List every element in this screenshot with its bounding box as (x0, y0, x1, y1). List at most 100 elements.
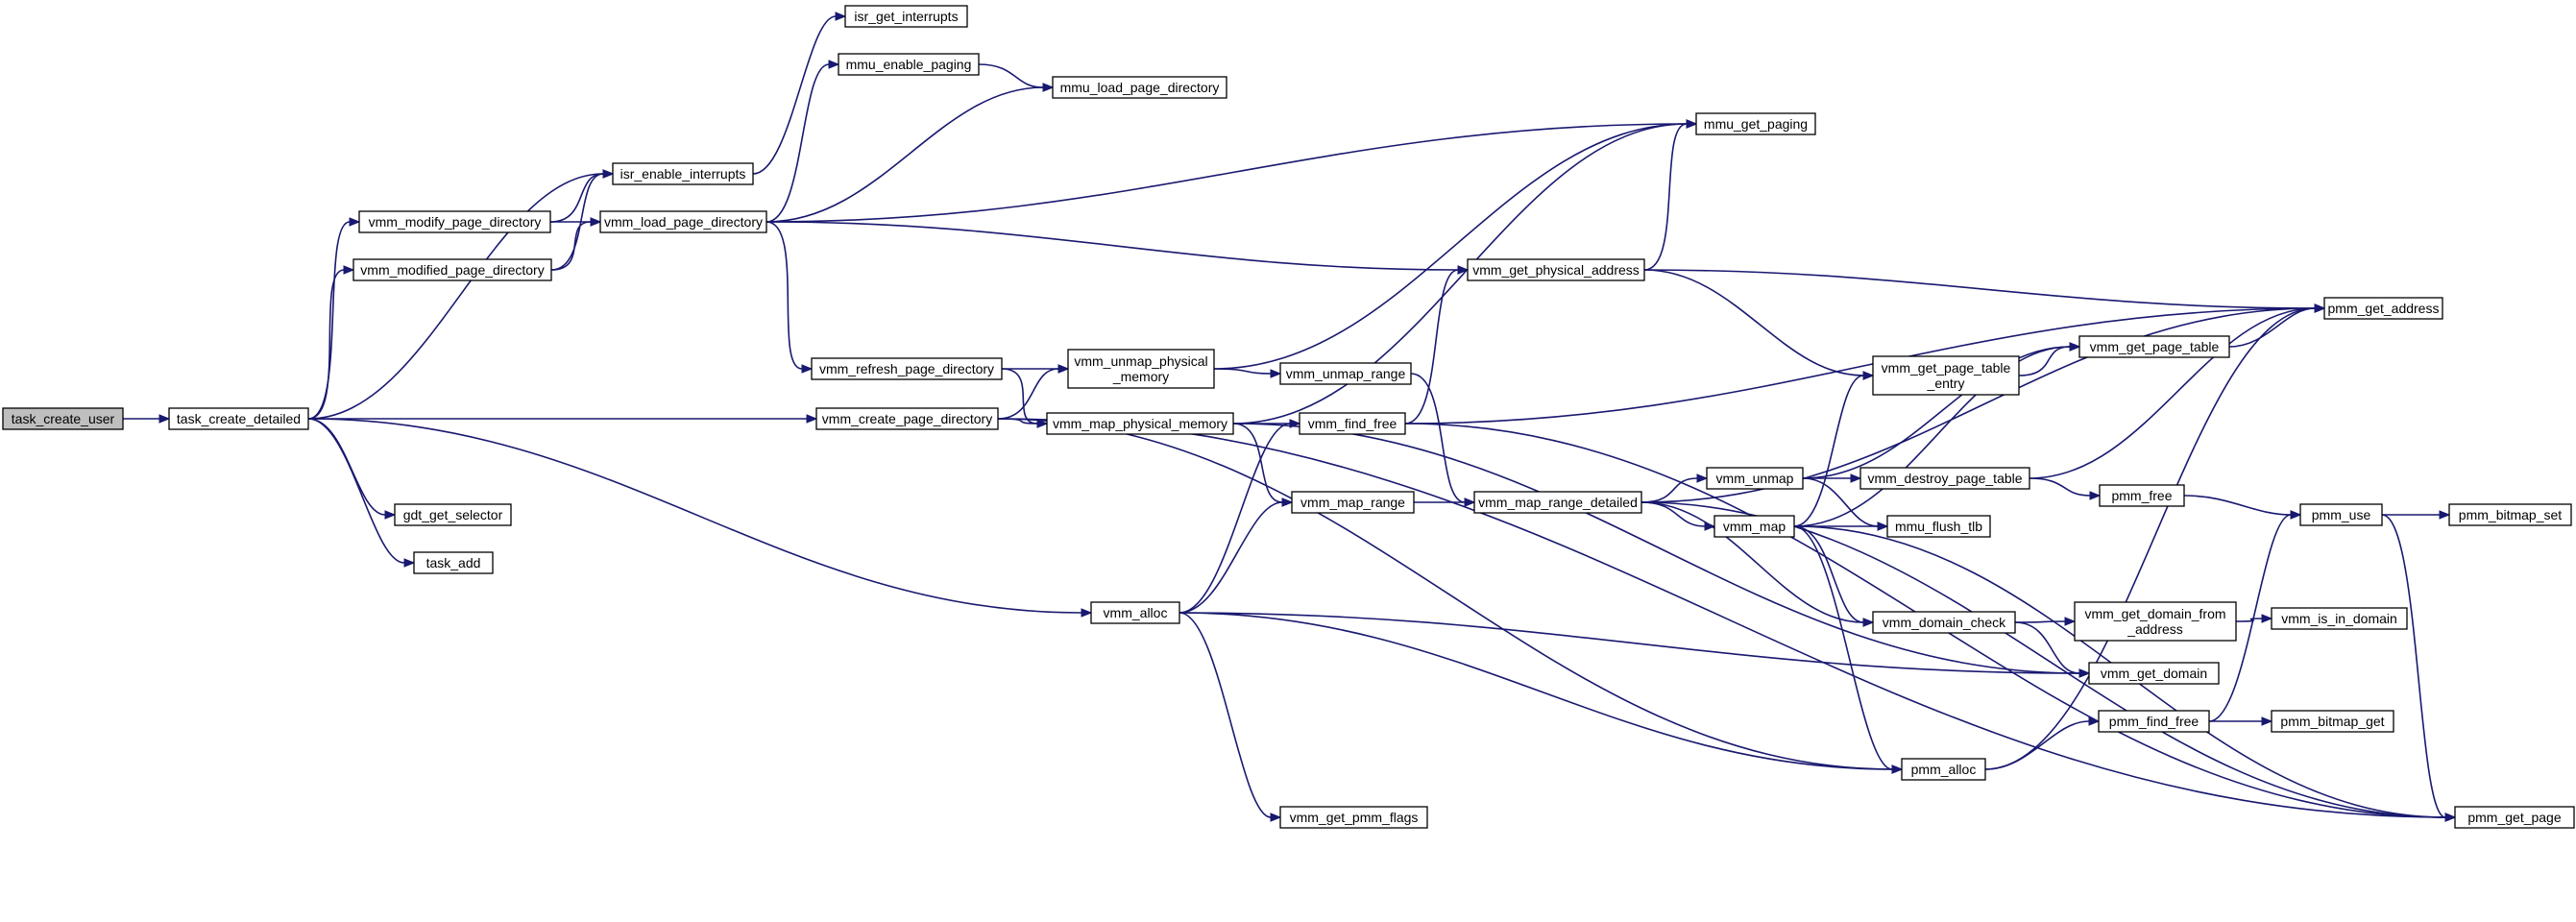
node-vmm-map[interactable]: vmm_map (1713, 515, 1795, 538)
node-label: vmm_get_page_table (1882, 360, 2011, 376)
node-task-add[interactable]: task_add (413, 551, 494, 574)
node-vmm-modify-page-directory[interactable]: vmm_modify_page_directory (358, 210, 551, 233)
node-task-create-user[interactable]: task_create_user (2, 407, 124, 430)
edge-vmm-map-to-pmm-alloc (1793, 525, 1893, 770)
arrowhead (2444, 813, 2457, 822)
arrowhead (590, 217, 602, 227)
node-box (1706, 467, 1804, 490)
node-vmm-unmap-physical-memory[interactable]: vmm_unmap_physical_memory (1067, 349, 1215, 389)
node-pmm-use[interactable]: pmm_use (2299, 503, 2383, 526)
node-vmm-modified-page-directory[interactable]: vmm_modified_page_directory (352, 258, 552, 281)
arrowhead (349, 217, 361, 227)
node-vmm-get-page-table-entry[interactable]: vmm_get_page_table_entry (1872, 355, 2020, 396)
node-label: vmm_destroy_page_table (1867, 471, 2022, 486)
edge-vmm-create-page-directory-to-pmm-get-page (997, 418, 2446, 818)
arrowhead (1862, 371, 1875, 380)
node-label: pmm_get_address (2328, 301, 2440, 316)
edge-task-create-detailed-to-vmm-modify-page-directory (307, 221, 351, 420)
node-pmm-alloc[interactable]: pmm_alloc (1901, 758, 1986, 781)
arrowhead (1850, 473, 1862, 483)
node-box (2323, 297, 2443, 320)
node-box (1052, 76, 1227, 99)
node-vmm-create-page-directory[interactable]: vmm_create_page_directory (815, 407, 999, 430)
edge-vmm-load-page-directory-to-mmu-enable-paging (766, 63, 830, 223)
edge-vmm-map-range-detailed-to-vmm-unmap (1640, 477, 1698, 503)
node-pmm-bitmap-set[interactable]: pmm_bitmap_set (2448, 503, 2572, 526)
edge-vmm-map-range-detailed-to-vmm-domain-check (1640, 501, 1864, 623)
node-vmm-get-physical-address[interactable]: vmm_get_physical_address (1467, 258, 1645, 281)
node-label: vmm_modify_page_directory (369, 214, 542, 230)
node-vmm-get-page-table[interactable]: vmm_get_page_table (2078, 335, 2230, 358)
node-pmm-get-address[interactable]: pmm_get_address (2323, 297, 2443, 320)
node-label: isr_enable_interrupts (620, 166, 746, 182)
node-vmm-is-in-domain[interactable]: vmm_is_in_domain (2271, 607, 2408, 630)
edge-vmm-modify-page-directory-to-isr-enable-interrupts (549, 173, 604, 223)
node-label: vmm_get_physical_address (1472, 262, 1640, 278)
arrowhead (2439, 510, 2451, 520)
node-box (612, 162, 754, 185)
node-label: _address (2126, 621, 2183, 637)
node-vmm-get-domain-from-address[interactable]: vmm_get_domain_from_address (2074, 601, 2237, 642)
node-pmm-find-free[interactable]: pmm_find_free (2098, 710, 2210, 733)
node-box (2078, 335, 2230, 358)
edge-vmm-map-physical-memory-to-vmm-get-domain (1232, 423, 2080, 674)
node-box (1046, 412, 1234, 435)
node-mmu-load-page-directory[interactable]: mmu_load_page_directory (1052, 76, 1227, 99)
edge-vmm-map-range-detailed-to-pmm-get-address (1640, 307, 2316, 503)
node-box (394, 503, 512, 526)
arrowhead (1696, 473, 1709, 483)
node-vmm-alloc[interactable]: vmm_alloc (1090, 601, 1180, 624)
node-box (1291, 491, 1415, 514)
edge-task-create-detailed-to-isr-enable-interrupts (307, 173, 604, 420)
node-mmu-enable-paging[interactable]: mmu_enable_paging (838, 53, 980, 76)
node-vmm-get-pmm-flags[interactable]: vmm_get_pmm_flags (1279, 806, 1428, 829)
node-box (352, 258, 552, 281)
node-vmm-load-page-directory[interactable]: vmm_load_page_directory (599, 210, 767, 233)
node-label: pmm_alloc (1911, 762, 1977, 777)
node-task-create-detailed[interactable]: task_create_detailed (168, 407, 309, 430)
node-label: task_create_detailed (177, 411, 301, 426)
node-mmu-flush-tlb[interactable]: mmu_flush_tlb (1886, 515, 1991, 538)
edge-vmm-map-physical-memory-to-vmm-map-range (1232, 423, 1283, 503)
arrowhead (2088, 716, 2101, 726)
edge-vmm-modified-page-directory-to-vmm-load-page-directory (550, 221, 592, 271)
node-vmm-find-free[interactable]: vmm_find_free (1299, 412, 1406, 435)
arrowhead (2078, 668, 2091, 678)
node-box (1859, 467, 2030, 490)
node-vmm-unmap-range[interactable]: vmm_unmap_range (1279, 362, 1412, 385)
edge-vmm-map-to-vmm-get-page-table (1793, 346, 2071, 527)
node-vmm-map-range[interactable]: vmm_map_range (1291, 491, 1415, 514)
node-label: vmm_refresh_page_directory (819, 361, 994, 376)
node-pmm-get-page[interactable]: pmm_get_page (2454, 806, 2575, 829)
node-pmm-free[interactable]: pmm_free (2099, 484, 2185, 507)
arrowhead (384, 510, 397, 520)
node-vmm-map-physical-memory[interactable]: vmm_map_physical_memory (1046, 412, 1234, 435)
node-isr-get-interrupts[interactable]: isr_get_interrupts (844, 5, 968, 28)
node-box (811, 357, 1003, 380)
node-gdt-get-selector[interactable]: gdt_get_selector (394, 503, 512, 526)
node-mmu-get-paging[interactable]: mmu_get_paging (1695, 112, 1816, 135)
node-vmm-destroy-page-table[interactable]: vmm_destroy_page_table (1859, 467, 2030, 490)
node-label: vmm_find_free (1308, 416, 1397, 431)
node-vmm-domain-check[interactable]: vmm_domain_check (1872, 611, 2016, 634)
node-label: isr_get_interrupts (854, 9, 958, 24)
node-label: vmm_unmap_range (1286, 366, 1406, 381)
arrowhead (2290, 510, 2302, 520)
node-vmm-get-domain[interactable]: vmm_get_domain (2088, 662, 2220, 685)
edge-vmm-get-physical-address-to-pmm-get-address (1643, 269, 2316, 309)
node-label: pmm_bitmap_get (2280, 714, 2384, 729)
node-vmm-unmap[interactable]: vmm_unmap (1706, 467, 1804, 490)
arrowhead (806, 414, 818, 424)
node-isr-enable-interrupts[interactable]: isr_enable_interrupts (612, 162, 754, 185)
node-box (1872, 611, 2016, 634)
node-vmm-map-range-detailed[interactable]: vmm_map_range_detailed (1473, 491, 1642, 514)
edge-vmm-alloc-to-vmm-find-free (1179, 423, 1291, 614)
node-label: mmu_flush_tlb (1895, 519, 1982, 534)
edge-vmm-domain-check-to-vmm-get-domain-from-address (2014, 620, 2066, 623)
node-label: pmm_free (2111, 488, 2172, 503)
node-pmm-bitmap-get[interactable]: pmm_bitmap_get (2271, 710, 2394, 733)
node-vmm-refresh-page-directory[interactable]: vmm_refresh_page_directory (811, 357, 1003, 380)
node-box (1695, 112, 1816, 135)
edge-vmm-load-page-directory-to-mmu-load-page-directory (766, 86, 1044, 223)
edge-vmm-create-page-directory-to-vmm-unmap-physical-memory (997, 368, 1059, 420)
